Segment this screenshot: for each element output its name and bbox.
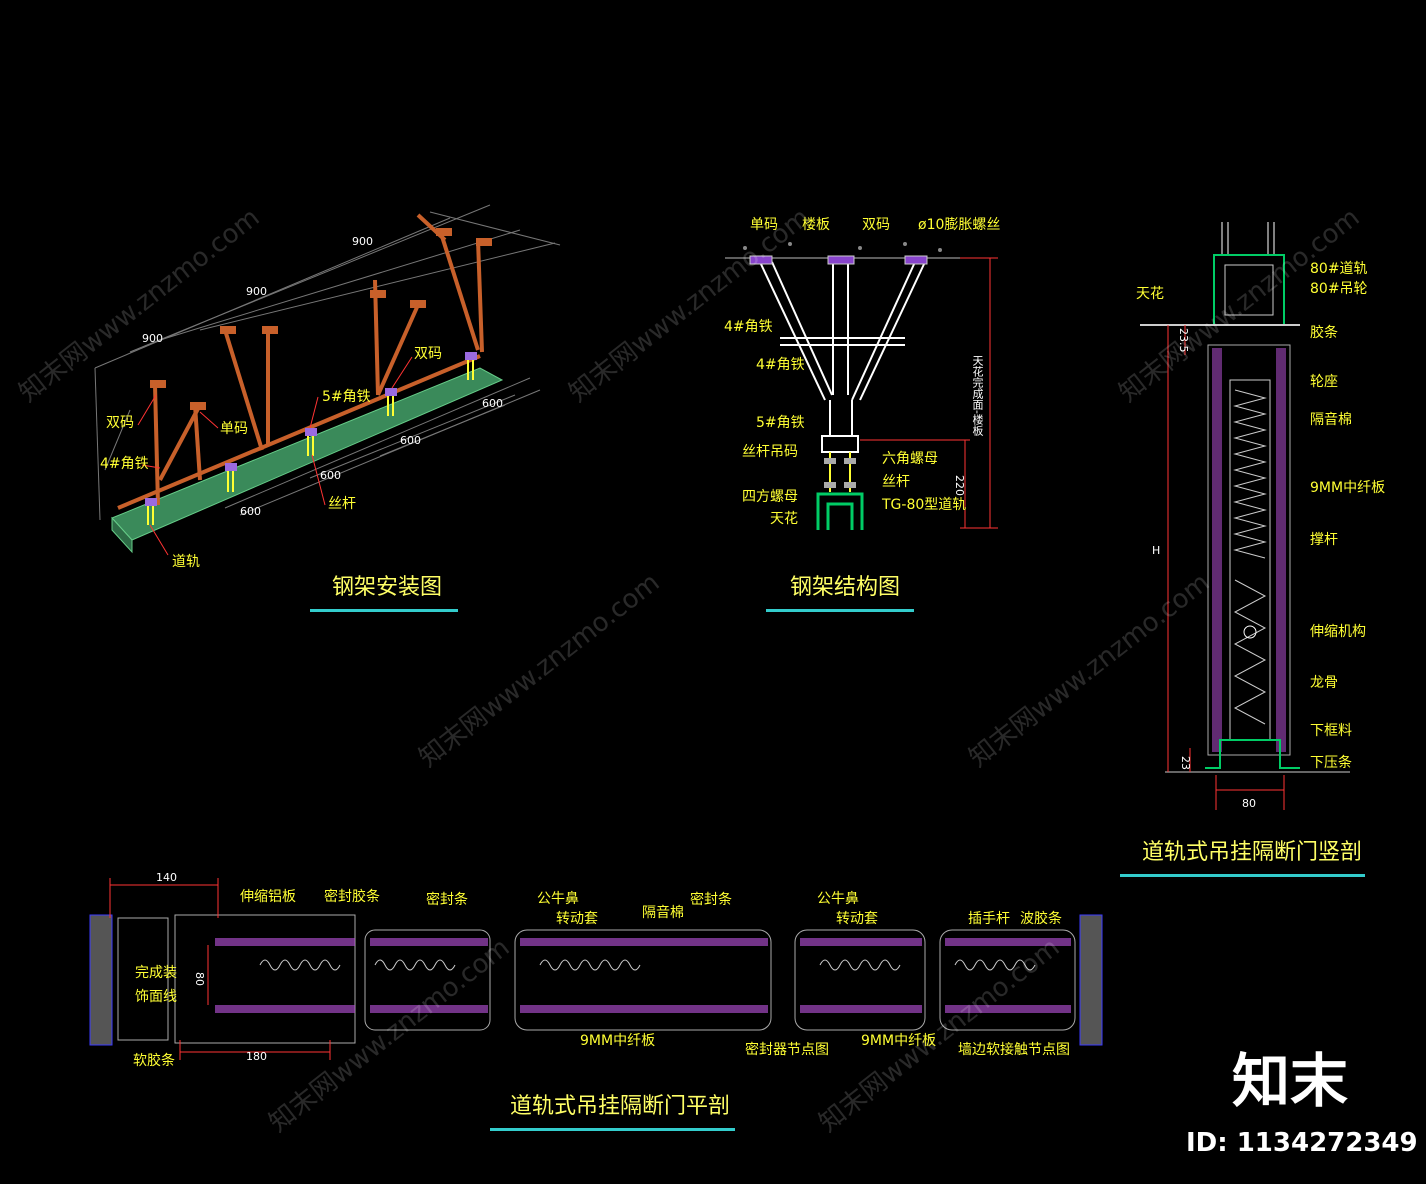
- label-rotate-sleeve: 转动套: [836, 911, 878, 927]
- label-double-code: 双码: [414, 346, 442, 362]
- label-square-nut: 四方螺母: [742, 489, 798, 505]
- label-rod: 丝杆: [882, 474, 910, 490]
- steel-frames: [117, 213, 484, 510]
- label-hex-nut: 六角螺母: [882, 451, 938, 467]
- label-rotate-sleeve: 转动套: [556, 911, 598, 927]
- drawing3-title: 道轨式吊挂隔断门竖剖: [1142, 840, 1363, 865]
- label-rod-hanger: 丝杆吊码: [742, 444, 798, 460]
- dim-600: 600: [482, 397, 503, 410]
- drawing3-vertical-section: [1140, 222, 1350, 810]
- label-finish-line-1: 完成装: [135, 965, 177, 981]
- dim-80: 80: [193, 972, 206, 986]
- label-tg-rail: TG-80型道轨: [882, 497, 967, 513]
- label-floor-slab: 楼板: [802, 217, 830, 233]
- label-seal-strip: 密封条: [426, 892, 468, 908]
- brand-logo: 知末: [1232, 1047, 1349, 1115]
- rod-clips: [145, 352, 477, 525]
- label-insulation: 隔音棉: [642, 905, 684, 921]
- dim-80: 80: [1242, 797, 1256, 810]
- label-insulation: 隔音棉: [1310, 412, 1352, 428]
- dim-900: 900: [142, 332, 163, 345]
- label-rail: 道轨: [172, 554, 200, 570]
- iso-grid: [94, 204, 561, 521]
- label-ceiling-height: 天花完成面-楼板: [971, 355, 984, 436]
- label-wall-node: 墙边软接触节点图: [958, 1042, 1070, 1058]
- label-mdf: 9MM中纤板: [580, 1033, 656, 1049]
- label-telescopic-plate: 伸缩铝板: [240, 889, 296, 905]
- label-handle-rod: 插手杆: [968, 911, 1010, 927]
- label-single-code: 单码: [220, 421, 248, 437]
- drawing4-title-underline: [490, 1128, 735, 1131]
- label-male-nose: 公牛鼻: [817, 891, 859, 907]
- label-glue-strip: 胶条: [1310, 325, 1338, 341]
- drawing2-title: 钢架结构图: [790, 575, 901, 600]
- dim-23: 23: [1179, 756, 1192, 770]
- label-expansion-bolt: ø10膨胀螺丝: [918, 217, 1001, 233]
- label-mdf: 9MM中纤板: [861, 1033, 937, 1049]
- label-telescopic: 伸缩机构: [1310, 624, 1366, 640]
- label-wave-glue: 波胶条: [1020, 911, 1062, 927]
- drawing4-plan-section: [89, 878, 1103, 1060]
- label-double-code: 双码: [106, 415, 134, 431]
- dim-600: 600: [240, 505, 261, 518]
- dim-900: 900: [352, 235, 373, 248]
- label-angle-5: 5#角铁: [322, 389, 371, 405]
- dim-220: 220: [953, 475, 966, 496]
- drawing2-title-underline: [766, 609, 914, 612]
- dim-180: 180: [246, 1050, 267, 1063]
- label-rail-80: 80#道轨: [1310, 261, 1368, 277]
- label-wheel-seat: 轮座: [1310, 374, 1338, 390]
- label-soft-glue: 软胶条: [133, 1053, 175, 1069]
- label-bottom-strip: 下压条: [1310, 755, 1352, 771]
- dim-H: H: [1152, 544, 1161, 557]
- dim-23-5: 23.5: [1177, 328, 1190, 353]
- drawing2-steel-frame-structure: [725, 242, 998, 530]
- dim-900: 900: [246, 285, 267, 298]
- label-finish-line-2: 饰面线: [135, 989, 177, 1005]
- drawing4-title: 道轨式吊挂隔断门平剖: [510, 1094, 731, 1119]
- label-seal-strip: 密封条: [690, 892, 732, 908]
- label-brace: 撑杆: [1310, 532, 1338, 548]
- dim-600: 600: [320, 469, 341, 482]
- label-mdf: 9MM中纤板: [1310, 480, 1386, 496]
- label-angle-5: 5#角铁: [756, 415, 805, 431]
- label-seal-glue: 密封胶条: [324, 889, 380, 905]
- label-ceiling: 天花: [770, 511, 798, 527]
- label-bottom-frame: 下框料: [1310, 723, 1352, 739]
- drawing1-title-underline: [310, 609, 458, 612]
- label-double-code: 双码: [862, 217, 890, 233]
- label-single-code: 单码: [750, 217, 778, 233]
- brand-id: ID: 1134272349: [1186, 1128, 1418, 1158]
- drawing1-title: 钢架安装图: [332, 575, 443, 600]
- leaders-d1: [137, 356, 413, 556]
- label-angle-4: 4#角铁: [756, 357, 805, 373]
- label-hanger-80: 80#吊轮: [1310, 281, 1368, 297]
- dim-600: 600: [400, 434, 421, 447]
- label-seal-node: 密封器节点图: [745, 1042, 829, 1058]
- label-rod: 丝杆: [328, 496, 356, 512]
- drawing1-steel-frame-install: [94, 204, 561, 556]
- label-keel: 龙骨: [1310, 675, 1338, 691]
- label-male-nose: 公牛鼻: [537, 891, 579, 907]
- label-ceiling: 天花: [1136, 286, 1164, 302]
- dim-140: 140: [156, 871, 177, 884]
- label-angle-4: 4#角铁: [100, 456, 149, 472]
- slab-hatch: [743, 242, 942, 252]
- steel-codes: [150, 228, 492, 410]
- dim-lines-d2: [860, 257, 998, 529]
- label-angle-4: 4#角铁: [724, 319, 773, 335]
- drawing3-title-underline: [1120, 874, 1365, 877]
